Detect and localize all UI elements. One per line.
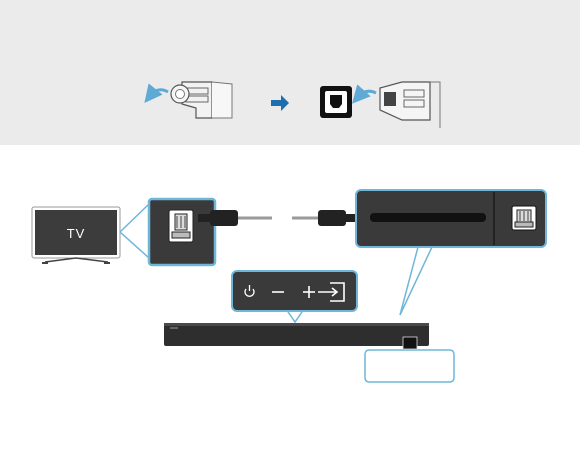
plus-icon xyxy=(303,286,315,298)
optical-port-icon xyxy=(320,86,352,118)
control-panel-callout xyxy=(231,270,358,324)
tv-optical-port-icon xyxy=(168,209,194,243)
insert-optical-plug-icon xyxy=(352,81,441,128)
optical-cable-soundbar-end xyxy=(292,210,358,226)
cable-preparation-panel xyxy=(0,0,580,145)
soundbar-rear-callout xyxy=(355,189,547,316)
rear-port-highlight xyxy=(364,336,455,383)
optical-cable-tv-end xyxy=(198,210,272,226)
soundbar xyxy=(164,323,429,347)
remove-protective-cap-icon xyxy=(144,81,233,119)
tv-optical-port-callout xyxy=(118,197,217,267)
soundbar-optical-port-icon xyxy=(511,205,537,231)
tv-label: TV xyxy=(67,226,86,241)
right-arrow-icon xyxy=(271,95,289,111)
tv-icon: TV xyxy=(31,206,121,264)
power-icon xyxy=(244,285,255,297)
input-source-icon xyxy=(318,282,345,302)
